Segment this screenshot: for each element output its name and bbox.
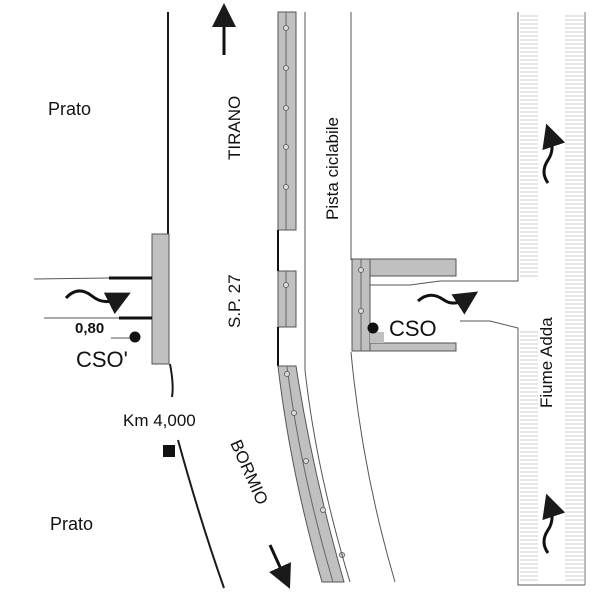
river-flow-arrow-top-icon [542, 123, 566, 184]
cso-flow-arrow-icon [416, 291, 479, 315]
road-left-edge-lower [169, 363, 225, 589]
bike-path-left-edge [304, 12, 351, 583]
river-label: Fiume Adda [537, 317, 556, 408]
prato-label-bottom: Prato [50, 514, 93, 534]
bormio-label: BORMIO [226, 437, 271, 508]
road-name-label: S.P. 27 [225, 274, 244, 328]
river-flow-arrow-bottom-icon [542, 493, 566, 554]
cso-prime-point [129, 331, 141, 343]
outfall-channel-top [370, 12, 519, 286]
bormio-arrow-icon [268, 544, 291, 589]
flow-arrow-icon [64, 289, 131, 315]
cso-prime-label: CSO' [76, 347, 128, 372]
bike-path-label: Pista ciclabile [323, 117, 342, 220]
outfall-channel-bottom [460, 320, 585, 586]
km-marker-label: Km 4,000 [123, 411, 196, 430]
cso-prime-structure [151, 233, 170, 365]
depth-label: 0,80 [75, 320, 104, 337]
inflow-channel-top [33, 277, 110, 280]
cso-structure [351, 258, 457, 352]
bike-path-right-edge [350, 12, 396, 583]
cso-point [367, 322, 379, 334]
barrier-strip [277, 11, 345, 583]
prato-label-top: Prato [48, 99, 91, 119]
tirano-label: TIRANO [225, 96, 244, 160]
km-marker-square [163, 445, 175, 457]
barrier-posts [283, 25, 345, 558]
river-hatching [520, 15, 584, 581]
cso-label: CSO [389, 316, 437, 341]
